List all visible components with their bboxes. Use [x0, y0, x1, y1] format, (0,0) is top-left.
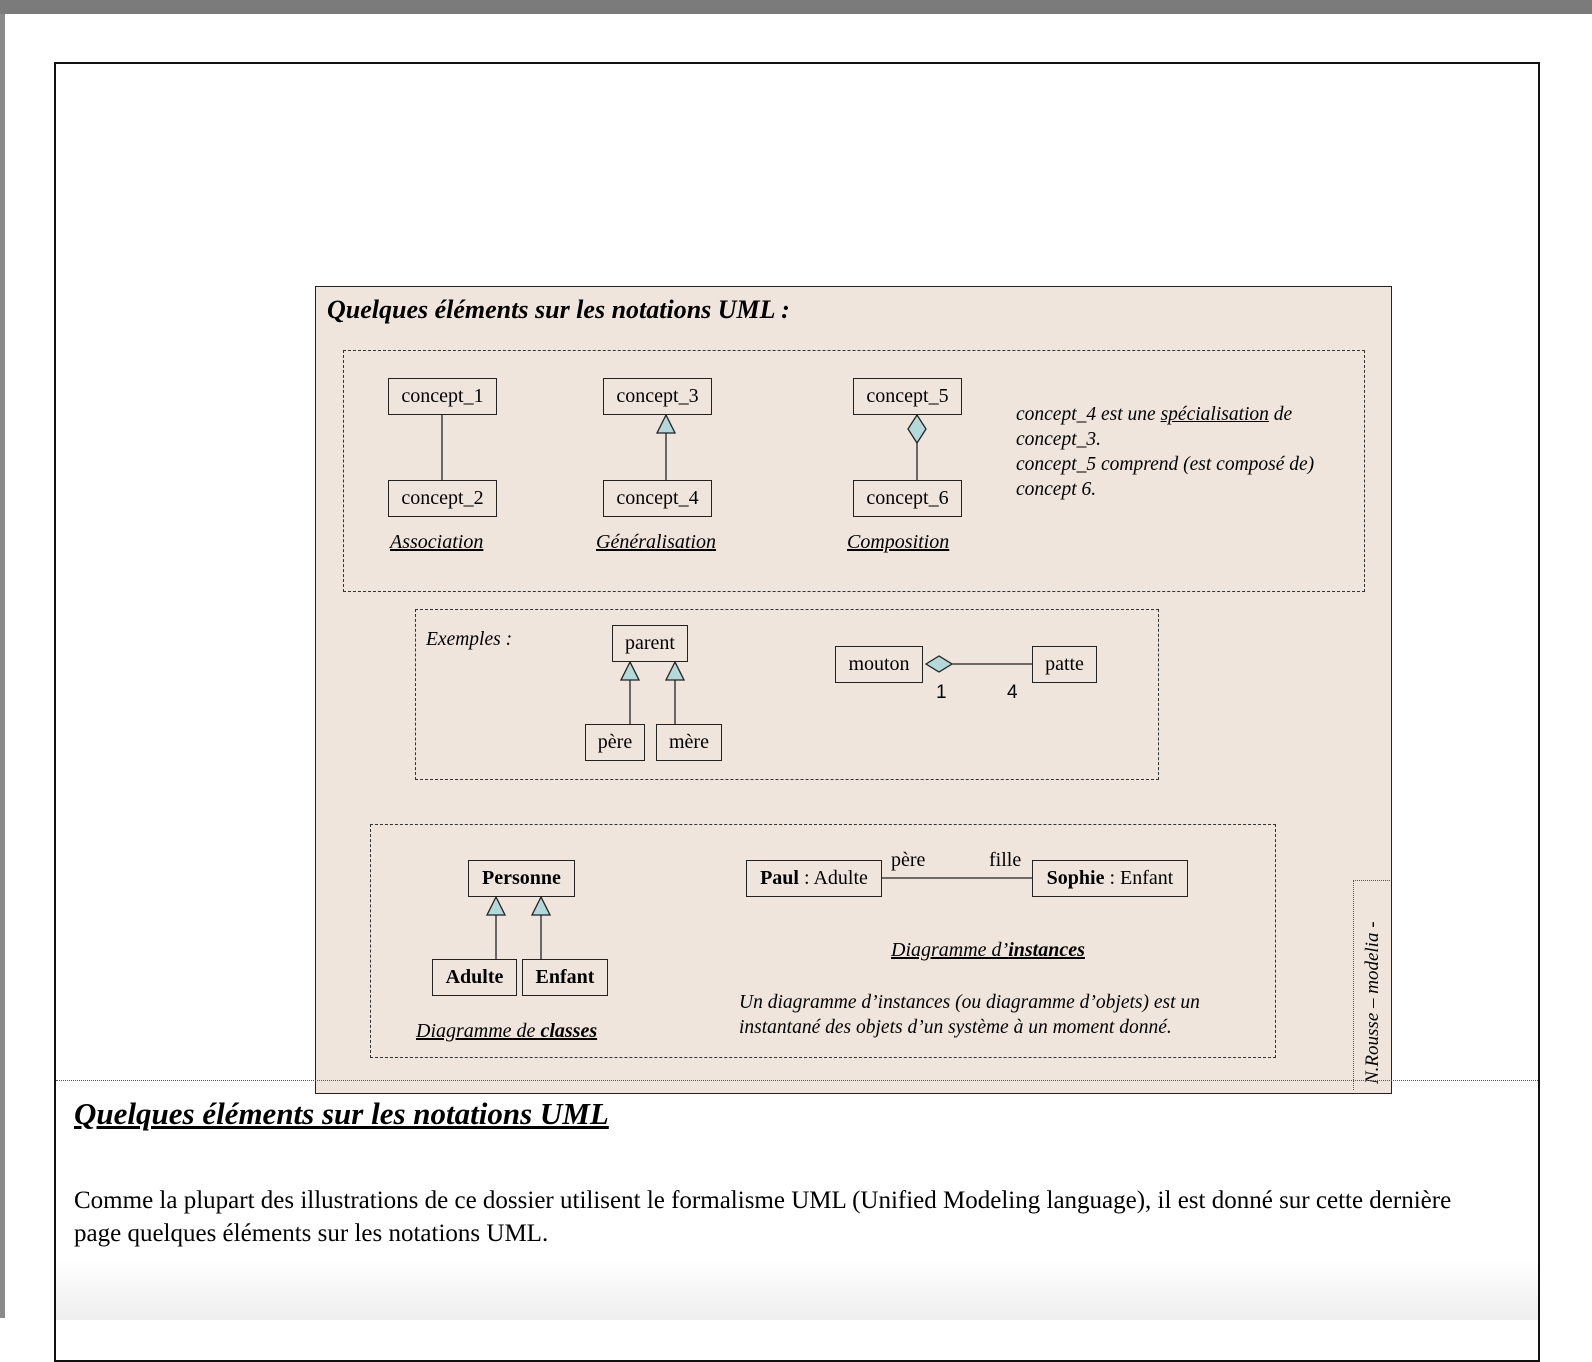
instances-caption-bold: instances: [1008, 939, 1085, 961]
top-bar: [0, 0, 1592, 14]
note-de: de: [1268, 404, 1293, 425]
instances-note: Un diagramme d’instances (ou diagramme d…: [739, 990, 1269, 1040]
instances-diagram-caption: Diagramme d’instances: [891, 939, 1085, 962]
section-separator: [56, 1080, 1538, 1081]
sophie-name: Sophie: [1046, 867, 1105, 889]
uml-figure: Quelques éléments sur les notations UML …: [315, 286, 1392, 1094]
concept-2-box: concept_2: [388, 480, 497, 517]
note-specialisation: spécialisation: [1160, 404, 1269, 425]
role-pere-label: père: [891, 849, 926, 871]
adulte-arrowhead: [485, 895, 507, 916]
page-bottom-fade: [56, 1260, 1538, 1320]
adulte-class-box: Adulte: [432, 959, 517, 996]
role-fille-label: fille: [989, 849, 1022, 871]
diagrams-panel: [370, 824, 1276, 1058]
note-line-3: concept_5 comprend (est composé de): [1016, 454, 1315, 475]
generalisation-caption: Généralisation: [596, 531, 716, 553]
notation-note: concept_4 est une spécialisation de conc…: [1016, 402, 1361, 502]
paul-instance-box: Paul : Adulte: [746, 860, 882, 897]
concept-6-box: concept_6: [853, 480, 962, 517]
examples-panel: [415, 609, 1159, 780]
concept-1-box: concept_1: [388, 378, 497, 415]
note-est-une: est une: [1096, 404, 1161, 425]
classes-diagram-caption: Diagramme de classes: [416, 1020, 597, 1043]
concept-4-box: concept_4: [603, 480, 712, 517]
notation-panel: [343, 350, 1365, 592]
pere-arrowhead: [619, 660, 641, 681]
note-concept-4: concept_4: [1016, 404, 1097, 425]
patte-box: patte: [1032, 646, 1097, 683]
document-page: Quelques éléments sur les notations UML …: [54, 62, 1540, 1362]
note-line-4: concept 6.: [1016, 479, 1097, 500]
instances-note-line-1: Un diagramme d’instances (ou diagramme d…: [739, 992, 1200, 1013]
concept-3-box: concept_3: [603, 378, 712, 415]
enfant-class-box: Enfant: [522, 959, 608, 996]
examples-label: Exemples :: [426, 629, 513, 650]
section-title: Quelques éléments sur les notations UML: [74, 1096, 609, 1131]
multiplicity-patte: 4: [1007, 682, 1018, 703]
note-dot: .: [1096, 429, 1102, 450]
composition-caption: Composition: [847, 531, 950, 553]
paul-type: : Adulte: [799, 867, 868, 889]
personne-class-box: Personne: [468, 860, 575, 897]
sophie-instance-box: Sophie : Enfant: [1032, 860, 1188, 897]
connector-layer: [441, 413, 1032, 961]
classes-caption-prefix: Diagramme de: [416, 1020, 541, 1042]
instances-note-line-2: instantané des objets d’un système à un …: [739, 1017, 1172, 1038]
section-body: Comme la plupart des illustrations de ce…: [74, 1187, 1452, 1247]
mouton-diamond: [924, 655, 954, 673]
sophie-type: : Enfant: [1104, 867, 1174, 889]
figure-title: Quelques éléments sur les notations UML …: [327, 295, 790, 324]
mere-arrowhead: [664, 660, 686, 681]
concept-5-box: concept_5: [853, 378, 962, 415]
association-caption: Association: [390, 531, 484, 553]
paul-name: Paul: [760, 867, 799, 889]
credit-text: N.Rousse – modelia -: [1362, 921, 1383, 1084]
classes-caption-bold: classes: [540, 1020, 598, 1042]
parent-box: parent: [612, 625, 688, 662]
enfant-arrowhead: [530, 895, 552, 916]
credit-box: N.Rousse – modelia -: [1353, 880, 1390, 1090]
left-edge: [0, 14, 5, 1318]
composition-diamond: [907, 413, 927, 445]
multiplicity-mouton: 1: [936, 682, 947, 703]
pere-box: père: [585, 724, 645, 761]
mere-box: mère: [656, 724, 722, 761]
note-concept-3: concept_3: [1016, 429, 1097, 450]
generalisation-arrowhead: [655, 413, 677, 434]
mouton-box: mouton: [835, 646, 923, 683]
instances-caption-prefix: Diagramme d’: [891, 939, 1009, 961]
